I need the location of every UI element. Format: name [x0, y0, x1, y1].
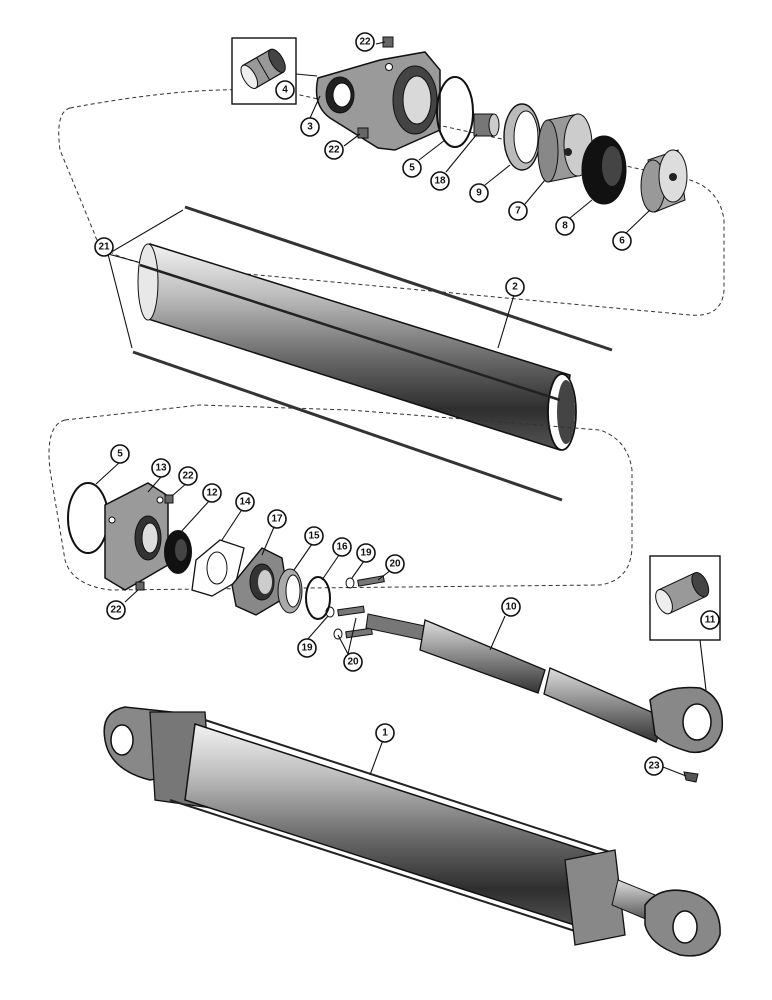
callout-23: 23 [644, 756, 664, 776]
svg-text:1: 1 [382, 728, 388, 739]
svg-text:9: 9 [476, 188, 482, 199]
upper-group-dashed-outline [58, 89, 725, 316]
wiper-16 [305, 576, 331, 620]
rod-end-cap-13 [104, 482, 169, 591]
svg-text:16: 16 [336, 542, 348, 553]
svg-text:20: 20 [347, 657, 359, 668]
svg-text:22: 22 [182, 471, 194, 482]
nut-22-left [357, 127, 369, 139]
svg-text:5: 5 [117, 449, 123, 460]
tie-rod-21-lower [132, 350, 563, 502]
svg-text:14: 14 [239, 497, 251, 508]
svg-text:19: 19 [360, 548, 372, 559]
svg-text:20: 20 [389, 559, 401, 570]
svg-text:5: 5 [409, 163, 415, 174]
callout-1: 1 [375, 723, 395, 743]
o-ring-5-upper [436, 76, 474, 148]
callout-15: 15 [304, 526, 324, 546]
ring-9 [503, 103, 541, 171]
svg-text:3: 3 [307, 122, 313, 133]
callout-20-lower: 20 [343, 652, 363, 672]
callout-21: 21 [94, 237, 114, 257]
svg-text:17: 17 [271, 514, 283, 525]
callout-16: 16 [332, 537, 352, 557]
piston-6 [640, 149, 688, 213]
svg-text:2: 2 [512, 282, 518, 293]
svg-text:22: 22 [359, 37, 371, 48]
callout-8: 8 [555, 216, 575, 236]
packing-12 [164, 530, 192, 574]
bolt-20-upper [345, 575, 385, 589]
svg-text:23: 23 [648, 761, 660, 772]
svg-text:12: 12 [206, 488, 218, 499]
bolt-20-lower [325, 605, 373, 640]
callout-22-left: 22 [324, 140, 344, 160]
cylinder-barrel-2 [137, 243, 577, 451]
callout-2: 2 [505, 277, 525, 297]
callout-7: 7 [508, 201, 528, 221]
bushing-18 [473, 113, 500, 137]
svg-text:6: 6 [619, 236, 625, 247]
callout-20-upper: 20 [385, 554, 405, 574]
callout-14: 14 [235, 492, 255, 512]
nut-22-upper-lower-group [164, 494, 174, 504]
callout-17: 17 [267, 509, 287, 529]
tie-rod-21-middle [139, 263, 561, 402]
piston-rod-10 [365, 613, 724, 754]
head-end-cap-3 [315, 51, 441, 151]
packing-8 [581, 135, 627, 205]
svg-text:18: 18 [434, 176, 446, 187]
callout-22-lower-bottom: 22 [106, 600, 126, 620]
washer-15 [277, 568, 303, 614]
callout-6: 6 [612, 231, 632, 251]
tie-rod-21-upper [184, 205, 613, 352]
callout-12: 12 [202, 483, 222, 503]
svg-text:4: 4 [282, 85, 288, 96]
svg-text:19: 19 [301, 643, 313, 654]
svg-text:11: 11 [705, 615, 716, 626]
callout-9: 9 [469, 183, 489, 203]
svg-text:15: 15 [308, 531, 320, 542]
callout-19-upper: 19 [356, 543, 376, 563]
callout-4: 4 [275, 80, 295, 100]
svg-text:22: 22 [110, 605, 122, 616]
svg-text:22: 22 [328, 145, 340, 156]
nut-22-lower-lower-group [135, 581, 145, 591]
callout-11: 11 [700, 610, 720, 630]
svg-text:13: 13 [155, 463, 167, 474]
lower-group-dashed-outline [48, 404, 633, 591]
callout-19-lower: 19 [297, 638, 317, 658]
callout-22-lower-top: 22 [178, 466, 198, 486]
inset-bushing-4 [231, 37, 297, 105]
assembled-cylinder-1 [103, 706, 721, 957]
callout-18: 18 [430, 171, 450, 191]
svg-text:7: 7 [515, 206, 521, 217]
o-ring-5-lower [67, 482, 109, 554]
callout-10: 10 [501, 597, 521, 617]
svg-text:10: 10 [505, 602, 517, 613]
svg-text:8: 8 [562, 221, 568, 232]
retainer-17 [231, 547, 289, 616]
svg-text:21: 21 [98, 242, 110, 253]
grease-fitting-23 [683, 771, 699, 783]
piston-7 [537, 113, 593, 183]
callout-22-top: 22 [355, 32, 375, 52]
callout-13: 13 [151, 458, 171, 478]
callout-5-lower: 5 [110, 444, 130, 464]
callout-3: 3 [300, 117, 320, 137]
callout-5-upper: 5 [402, 158, 422, 178]
